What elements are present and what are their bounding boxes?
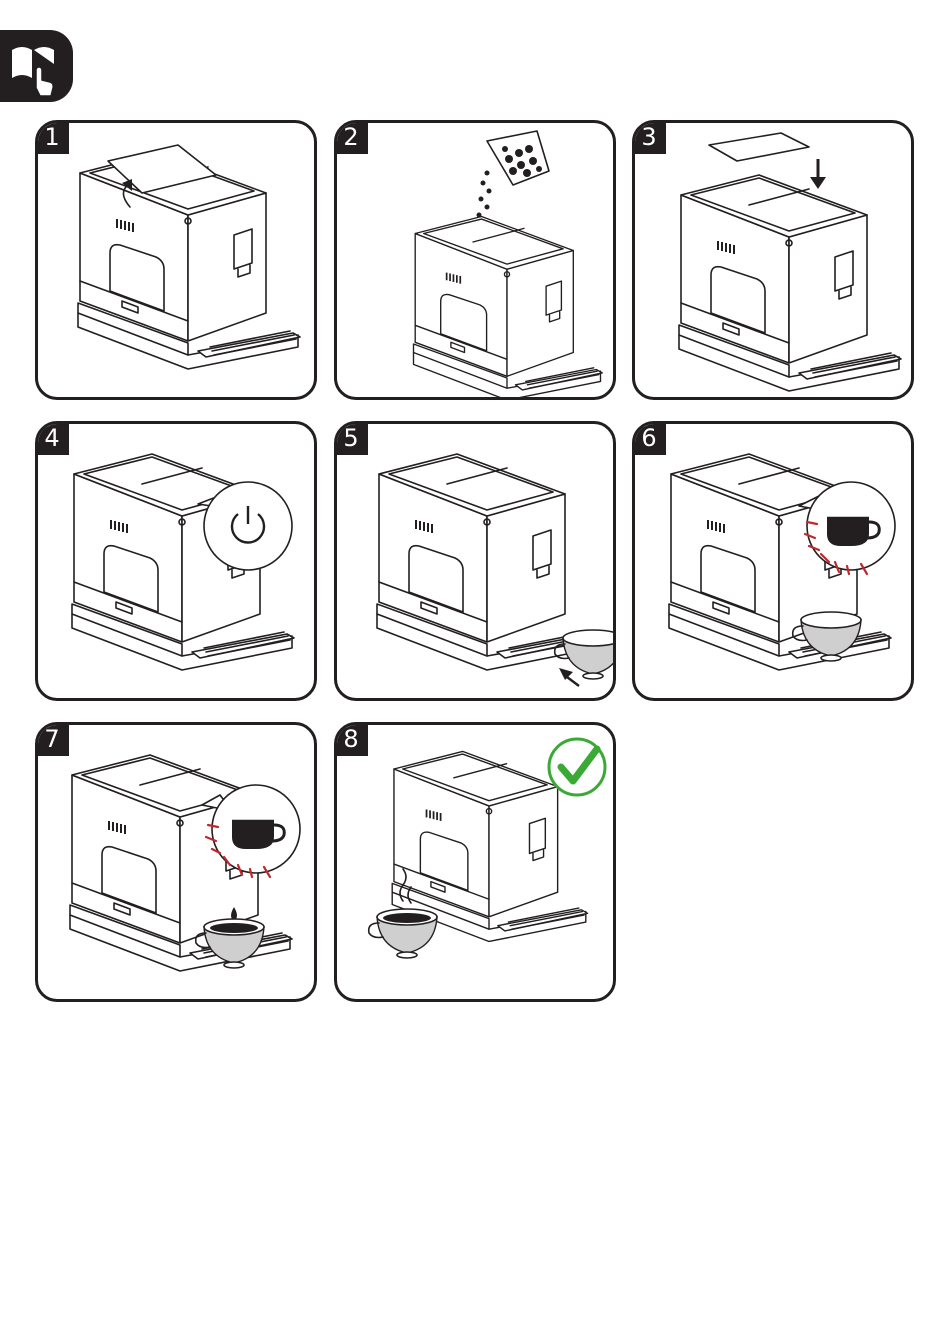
- step-5-illustration: [337, 424, 613, 698]
- step-6-illustration: [635, 424, 911, 698]
- step-4-panel: 4: [35, 421, 317, 701]
- callout-bubble: [204, 482, 292, 570]
- push-arrow-icon: [559, 668, 573, 680]
- step-3-illustration: [635, 123, 911, 397]
- step-6-panel: 6: [632, 421, 914, 701]
- step-2-illustration: [337, 123, 613, 397]
- step-8-panel: 8: [334, 722, 616, 1002]
- step-7-panel: 7: [35, 722, 317, 1002]
- step-8-illustration: [337, 725, 613, 999]
- step-1-panel: 1: [35, 120, 317, 400]
- coffee-button-callout: [807, 482, 895, 570]
- cup-full-icon: [369, 909, 437, 958]
- read-manual-icon: [0, 30, 73, 102]
- bean-jar-icon: [477, 131, 550, 218]
- step-3-panel: 3: [632, 120, 914, 400]
- step-2-panel: 2: [334, 120, 616, 400]
- step-1-illustration: [38, 123, 314, 397]
- lid-plate: [709, 133, 809, 161]
- check-icon: [549, 739, 605, 795]
- step-7-illustration: [38, 725, 314, 999]
- step-5-panel: 5: [334, 421, 616, 701]
- step-4-illustration: [38, 424, 314, 698]
- down-arrow-icon: [810, 177, 826, 189]
